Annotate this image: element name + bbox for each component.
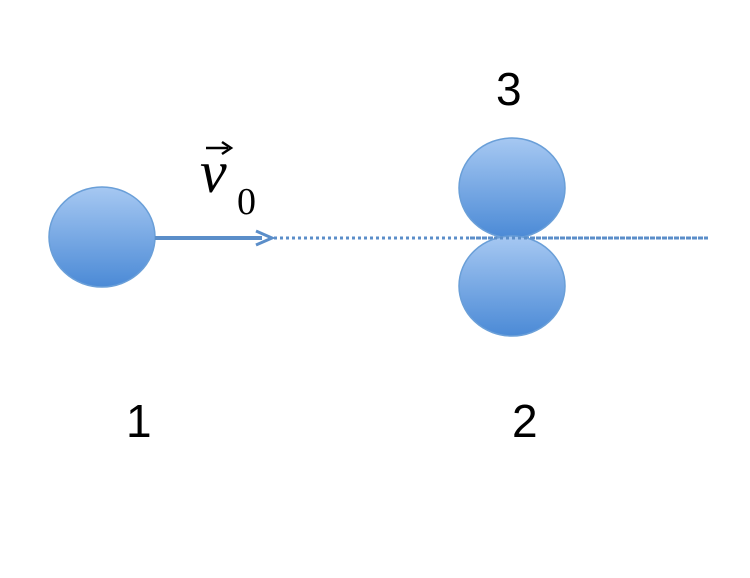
label-ball-3: 3 (496, 63, 522, 115)
ball-3 (458, 137, 566, 239)
velocity-symbol: v (200, 139, 227, 205)
velocity-arrow (155, 229, 276, 247)
label-ball-2: 2 (512, 395, 538, 447)
ball-2 (458, 235, 566, 337)
label-ball-1: 1 (126, 395, 152, 447)
ball-1 (48, 186, 156, 288)
vector-arrow-icon (206, 140, 234, 156)
velocity-subscript: 0 (237, 181, 256, 223)
velocity-label: v 0 (200, 139, 256, 223)
